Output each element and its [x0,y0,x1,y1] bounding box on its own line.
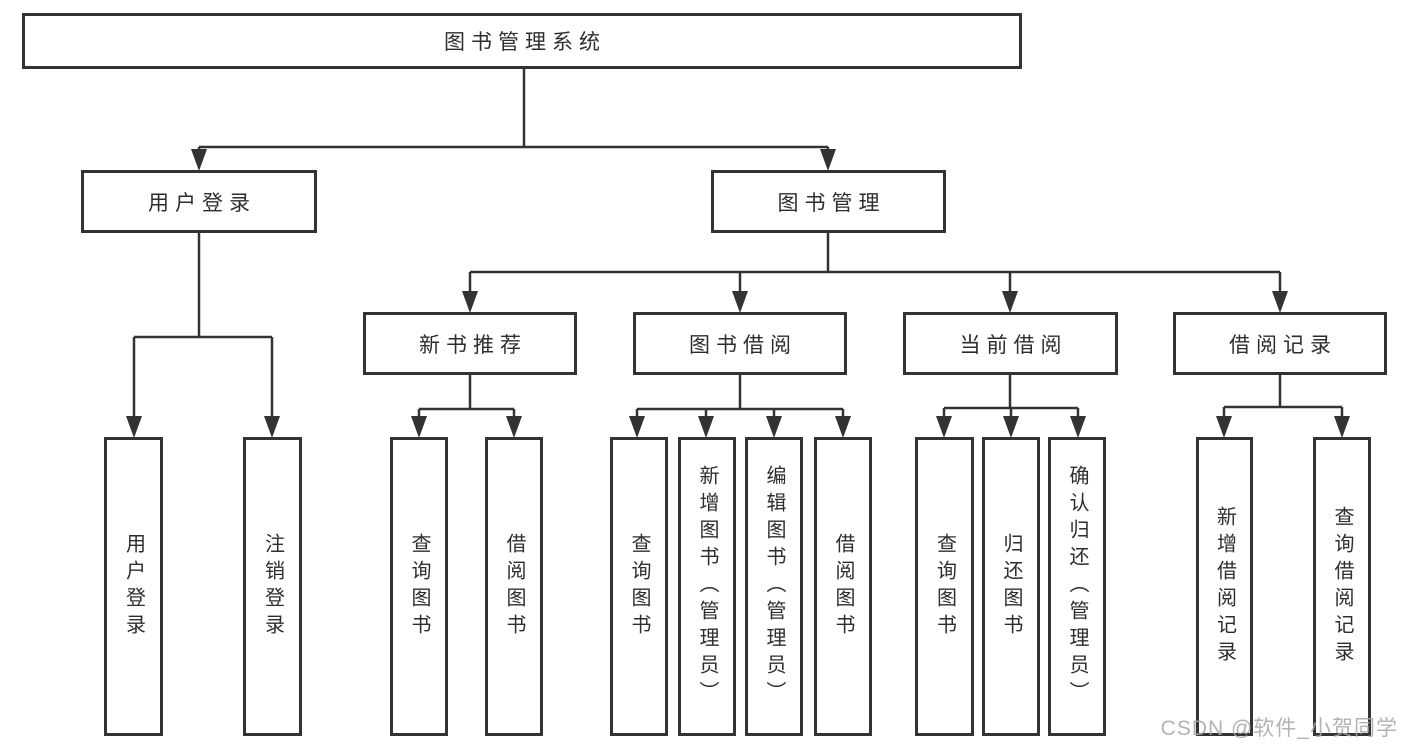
leaf-user-login: 用户登录 [104,437,163,736]
leaf-query-books-borrow: 查询图书 [610,437,668,736]
leaf-borrow-books-label: 借阅图书 [832,532,854,641]
node-current-borrowing: 当前借阅 [903,312,1118,375]
node-book-borrowing-label: 图书借阅 [689,333,797,357]
node-new-book-recommend-label: 新书推荐 [419,333,527,357]
leaf-add-books-admin: 新增图书（管理员） [678,437,736,736]
leaf-add-borrow-record-label: 新增借阅记录 [1213,505,1236,668]
leaf-user-login-label: 用户登录 [122,532,145,641]
node-current-borrowing-label: 当前借阅 [959,333,1068,357]
leaf-query-books-recommend-label: 查询图书 [408,532,430,641]
watermark: CSDN @软件_小贺同学 [1160,717,1398,740]
leaf-edit-books-admin: 编辑图书（管理员） [745,437,803,736]
leaf-borrow-books-recommend-label: 借阅图书 [503,532,525,641]
leaf-return-books: 归还图书 [982,437,1040,736]
node-root-label: 图书管理系统 [444,31,606,54]
leaf-query-books-current-label: 查询图书 [933,532,956,641]
leaf-logout: 注销登录 [243,437,302,736]
leaf-query-books-borrow-label: 查询图书 [628,532,650,641]
node-book-management: 图书管理 [711,170,946,233]
leaf-borrow-books: 借阅图书 [814,437,872,736]
leaf-return-books-label: 归还图书 [1000,532,1022,641]
node-user-login: 用户登录 [81,170,317,233]
leaf-confirm-return-admin-label: 确认归还（管理员） [1066,465,1088,708]
leaf-logout-label: 注销登录 [261,532,284,641]
node-borrowing-records: 借阅记录 [1173,312,1387,375]
leaf-query-books-recommend: 查询图书 [390,437,448,736]
node-root: 图书管理系统 [22,13,1022,69]
leaf-query-books-current: 查询图书 [915,437,974,736]
leaf-confirm-return-admin: 确认归还（管理员） [1048,437,1106,736]
leaf-query-borrow-record: 查询借阅记录 [1313,437,1371,736]
node-book-borrowing: 图书借阅 [633,312,847,375]
node-book-management-label: 图书管理 [777,191,886,215]
leaf-add-borrow-record: 新增借阅记录 [1196,437,1253,736]
node-borrowing-records-label: 借阅记录 [1229,333,1337,357]
leaf-query-borrow-record-label: 查询借阅记录 [1331,505,1353,668]
leaf-borrow-books-recommend: 借阅图书 [485,437,543,736]
node-new-book-recommend: 新书推荐 [363,312,577,375]
leaf-add-books-admin-label: 新增图书（管理员） [696,465,718,708]
node-user-login-label: 用户登录 [148,191,256,215]
leaf-edit-books-admin-label: 编辑图书（管理员） [763,465,785,708]
